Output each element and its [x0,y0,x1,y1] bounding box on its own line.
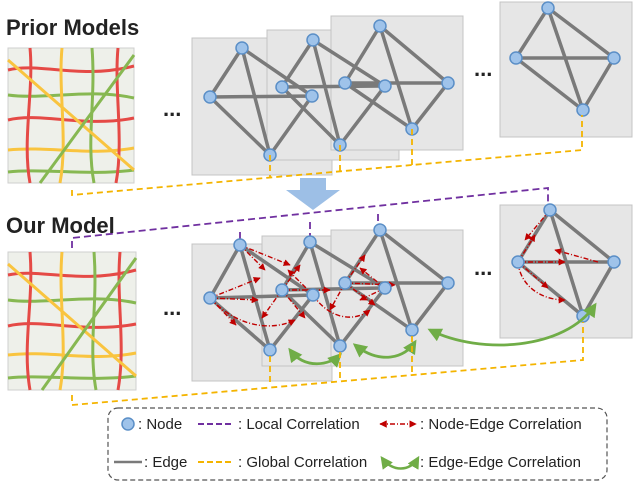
legend-node-edge-label: : Node-Edge Correlation [420,416,582,433]
graph-panel-4 [499,1,633,138]
our-global-correlation [71,322,584,406]
ellipsis-right-top: ... [474,56,492,81]
legend-edge-edge-label: : Edge-Edge Correlation [420,454,581,471]
prior-global-correlation [71,115,583,196]
legend-local-label: : Local Correlation [238,416,360,433]
our-node-edge-correlation [209,209,599,327]
legend-edge-label: : Edge [144,454,187,471]
traffic-map-icon [7,47,136,184]
our-model-section: ... ... [7,187,633,406]
down-arrow-icon [286,178,340,210]
prior-models-section: ... ... [7,1,633,196]
ellipsis-right-bottom: ... [474,255,492,280]
legend-node-label: : Node [138,416,182,433]
prior-nodes [203,1,621,162]
legend-global-label: : Global Correlation [238,454,367,471]
legend: : Node : Local Correlation : Node-Edge C… [107,407,608,481]
graph-panel-3 [330,229,464,367]
prior-edges [208,6,616,157]
legend-edge-edge-icon [380,455,420,470]
ellipsis-left-top: ... [163,96,181,121]
traffic-map-icon [7,251,138,391]
prior-models-title: Prior Models [6,15,139,40]
legend-box [107,407,608,481]
legend-node-icon [121,417,135,431]
our-model-title: Our Model [6,213,115,238]
ellipsis-left-bottom: ... [163,295,181,320]
